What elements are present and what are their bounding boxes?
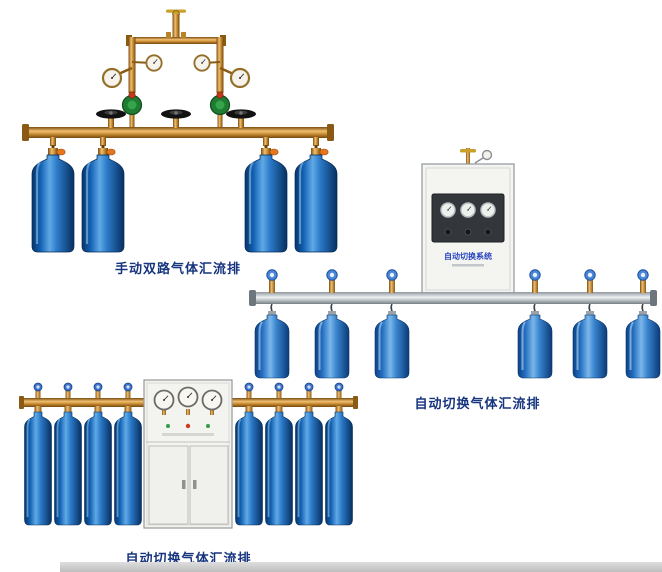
pressure-gauge: [480, 202, 496, 218]
product-figure-auto-switch-floor: 自动切换气体汇流排: [16, 376, 361, 567]
pressure-gauge: [460, 202, 476, 218]
flow-indicator: [637, 269, 649, 281]
auto-switch-floor-illustration: [19, 379, 358, 529]
control-cabinet: [143, 379, 233, 529]
control-cabinet: 自动切换系统: [421, 163, 515, 295]
pressure-gauge: [440, 202, 456, 218]
panel-knob: [464, 228, 472, 236]
gas-cylinder: [517, 310, 553, 379]
product-caption-manual-dual: 手动双路气体汇流排: [114, 261, 241, 276]
door-handle: [193, 480, 197, 489]
valve-handwheel: [226, 109, 256, 128]
gas-cylinder: [234, 405, 264, 526]
gas-regulator: [209, 91, 231, 116]
gas-cylinder: [314, 310, 350, 379]
gas-cylinder: [324, 405, 354, 526]
indicator-light: [185, 423, 191, 429]
gas-cylinder: [264, 405, 294, 526]
flow-indicator: [529, 269, 541, 281]
valve-handwheel: [161, 109, 191, 128]
auto-switch-wall-illustration: 自动切换系统: [249, 148, 661, 379]
manual-dual-manifold-illustration: [22, 9, 339, 254]
product-caption-auto-switch-wall: 自动切换气体汇流排: [414, 396, 541, 411]
panel-knob: [444, 228, 452, 236]
manifold-top-assembly: [101, 9, 251, 129]
pressure-gauge: [101, 67, 123, 89]
gas-cylinder: [83, 405, 113, 526]
gas-cylinder: [572, 310, 608, 379]
gas-cylinder: [625, 310, 661, 379]
product-figure-manual-dual: 手动双路气体汇流排: [8, 6, 348, 277]
station-valves: [266, 269, 649, 293]
flow-indicator: [584, 269, 596, 281]
manifold-main-pipe: [249, 290, 657, 306]
indicator-light: [166, 424, 170, 428]
pressure-gauge: [145, 54, 163, 72]
flow-indicator: [326, 269, 338, 281]
gas-cylinder: [53, 405, 83, 526]
product-figure-auto-switch-wall: 自动切换系统: [247, 146, 662, 412]
cabinet-door: [148, 445, 189, 525]
door-handle: [182, 480, 186, 489]
bottom-divider-strip: [60, 562, 662, 572]
gas-cylinder: [374, 310, 410, 379]
gas-cylinder: [80, 146, 126, 254]
pressure-gauge: [153, 389, 175, 411]
flow-indicator: [386, 269, 398, 281]
gas-cylinder: [294, 405, 324, 526]
flow-indicator: [266, 269, 278, 281]
manifold-main-pipe: [22, 124, 334, 146]
pressure-gauge: [201, 389, 223, 411]
gas-regulator: [121, 91, 143, 116]
pressure-gauge: [481, 149, 493, 161]
gas-cylinder: [23, 405, 53, 526]
cabinet-label: 自动切换系统: [444, 251, 492, 261]
gas-cylinder: [254, 310, 290, 379]
cabinet-riser-pipe: [460, 148, 493, 165]
pressure-gauge: [193, 54, 211, 72]
panel-knob: [484, 228, 492, 236]
gas-cylinder: [113, 405, 143, 526]
pressure-gauge: [177, 386, 199, 408]
pressure-gauge: [229, 67, 251, 89]
indicator-light: [206, 424, 210, 428]
gas-cylinder: [30, 146, 76, 254]
valve-handwheel: [96, 109, 126, 128]
